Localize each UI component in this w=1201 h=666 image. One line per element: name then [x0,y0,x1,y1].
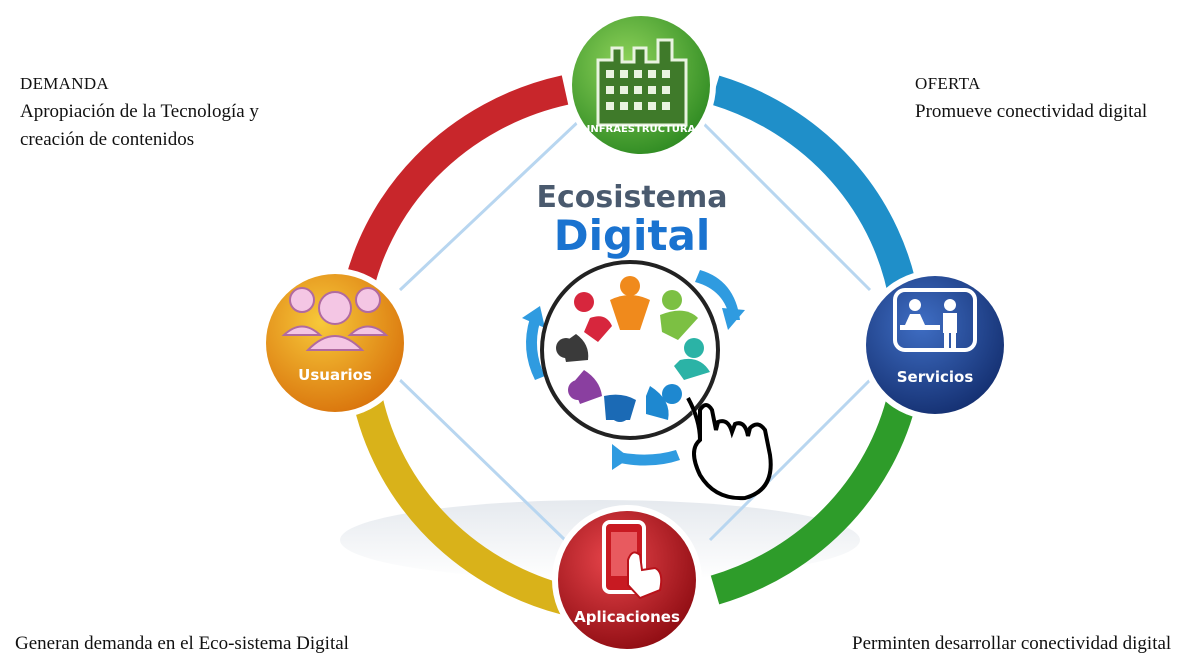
demanda-heading: DEMANDA [20,74,109,93]
node-aplicaciones[interactable]: Aplicaciones [552,505,702,655]
ring-arc-red [340,75,569,308]
users-group-icon [281,287,389,351]
oferta-text-block: OFERTA Promueve conectividad digital [915,70,1147,126]
oferta-heading: OFERTA [915,74,981,93]
demanda-text-block: DEMANDA Apropiación de la Tecnología y c… [20,70,259,154]
center-title-line-2: Digital [554,211,711,260]
mobile-touch-icon [602,520,663,600]
node-usuarios-label: Usuarios [298,366,372,384]
people-ring-icon [556,276,710,422]
connector-lines [398,118,872,542]
oferta-line-1: Promueve conectividad digital [915,101,1148,122]
ring-arc-green [710,382,920,605]
node-servicios[interactable]: Servicios [860,270,1010,420]
node-infraestructura-label: INFRAESTRUCTURA [587,124,696,135]
usuarios-caption: Generan demanda en el Eco-sistema Digita… [15,633,349,654]
node-aplicaciones-label: Aplicaciones [574,608,680,626]
node-usuarios[interactable]: Usuarios [260,268,410,418]
community-circle [540,260,720,440]
node-infraestructura[interactable]: INFRAESTRUCTURA [566,10,716,160]
building-icon [596,38,688,127]
service-people-icon [900,299,957,348]
demanda-line-1: Apropiación de la Tecnología y [20,101,259,122]
ring-arc-blue [710,75,920,308]
aplicaciones-caption: Perminten desarrollar conectividad digit… [852,633,1172,654]
arrow-left-icon [526,318,545,380]
service-counter-icon [893,288,977,352]
node-servicios-label: Servicios [897,368,974,386]
center-title-line-1: Ecosistema [536,180,727,215]
ring-arc-yellow [350,382,569,615]
building-windows [606,70,670,110]
demanda-line-2: creación de contenidos [20,129,195,150]
arrow-top-right-icon [695,270,740,320]
hand-pointer-icon [686,397,773,501]
cycle-arrows [522,270,745,470]
arrow-bottom-icon [615,450,680,466]
